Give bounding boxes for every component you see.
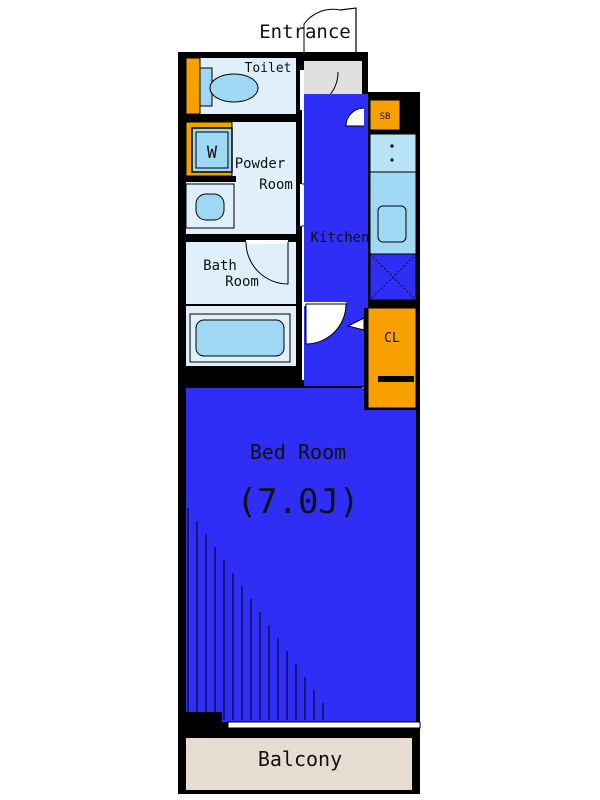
refrigerator-space [369, 253, 417, 301]
floor-hatching [187, 508, 324, 720]
balcony-label: Balcony [258, 747, 342, 771]
kitchen-label: Kitchen [310, 230, 369, 246]
closet-label: CL [384, 331, 400, 346]
bed-room-size: (7.0J) [237, 482, 360, 522]
bed-room-label: Bed Room [250, 440, 346, 464]
bedroom-door[interactable] [304, 302, 347, 345]
toilet-label: Toilet [245, 61, 292, 76]
kitchen-sink [377, 205, 407, 243]
shoe-box-label: SB [380, 112, 391, 122]
washer-label: W [207, 143, 218, 163]
entrance-label: Entrance [259, 21, 351, 43]
closet: CL [367, 307, 417, 409]
toilet-fixture [199, 67, 259, 107]
washing-machine: W [191, 127, 233, 173]
stove-icon [390, 144, 394, 162]
powder-room-label-1: Powder [235, 156, 286, 172]
powder-room-label-2: Room [259, 177, 293, 193]
entrance-area [304, 59, 362, 94]
bathtub [189, 313, 291, 363]
bath-room-door[interactable] [245, 240, 289, 285]
bath-room-label-1: Bath [203, 258, 237, 274]
wash-basin [185, 183, 235, 229]
bed-room [186, 388, 416, 722]
bath-room-label-2: Room [225, 274, 259, 290]
closet-door-upper[interactable] [346, 317, 365, 331]
hall-door-small[interactable] [345, 107, 365, 127]
balcony [178, 732, 420, 794]
shoe-box: SB [369, 99, 401, 131]
balcony-window [178, 712, 421, 732]
entrance-door[interactable] [303, 7, 357, 60]
